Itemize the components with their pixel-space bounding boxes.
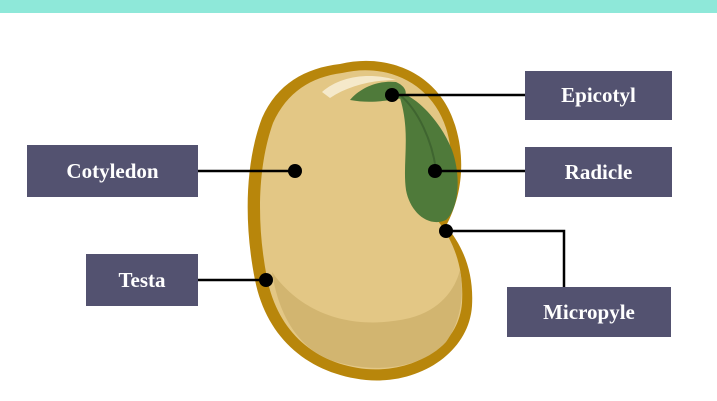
label-cotyledon: Cotyledon — [27, 145, 198, 197]
label-testa: Testa — [86, 254, 198, 306]
pointer-dot-epicotyl — [385, 88, 399, 102]
label-epicotyl: Epicotyl — [525, 71, 672, 120]
pointer-dot-cotyledon — [288, 164, 302, 178]
pointer-dot-radicle — [428, 164, 442, 178]
pointer-dot-micropyle — [439, 224, 453, 238]
pointer-dot-testa — [259, 273, 273, 287]
label-radicle: Radicle — [525, 147, 672, 197]
label-micropyle: Micropyle — [507, 287, 671, 337]
